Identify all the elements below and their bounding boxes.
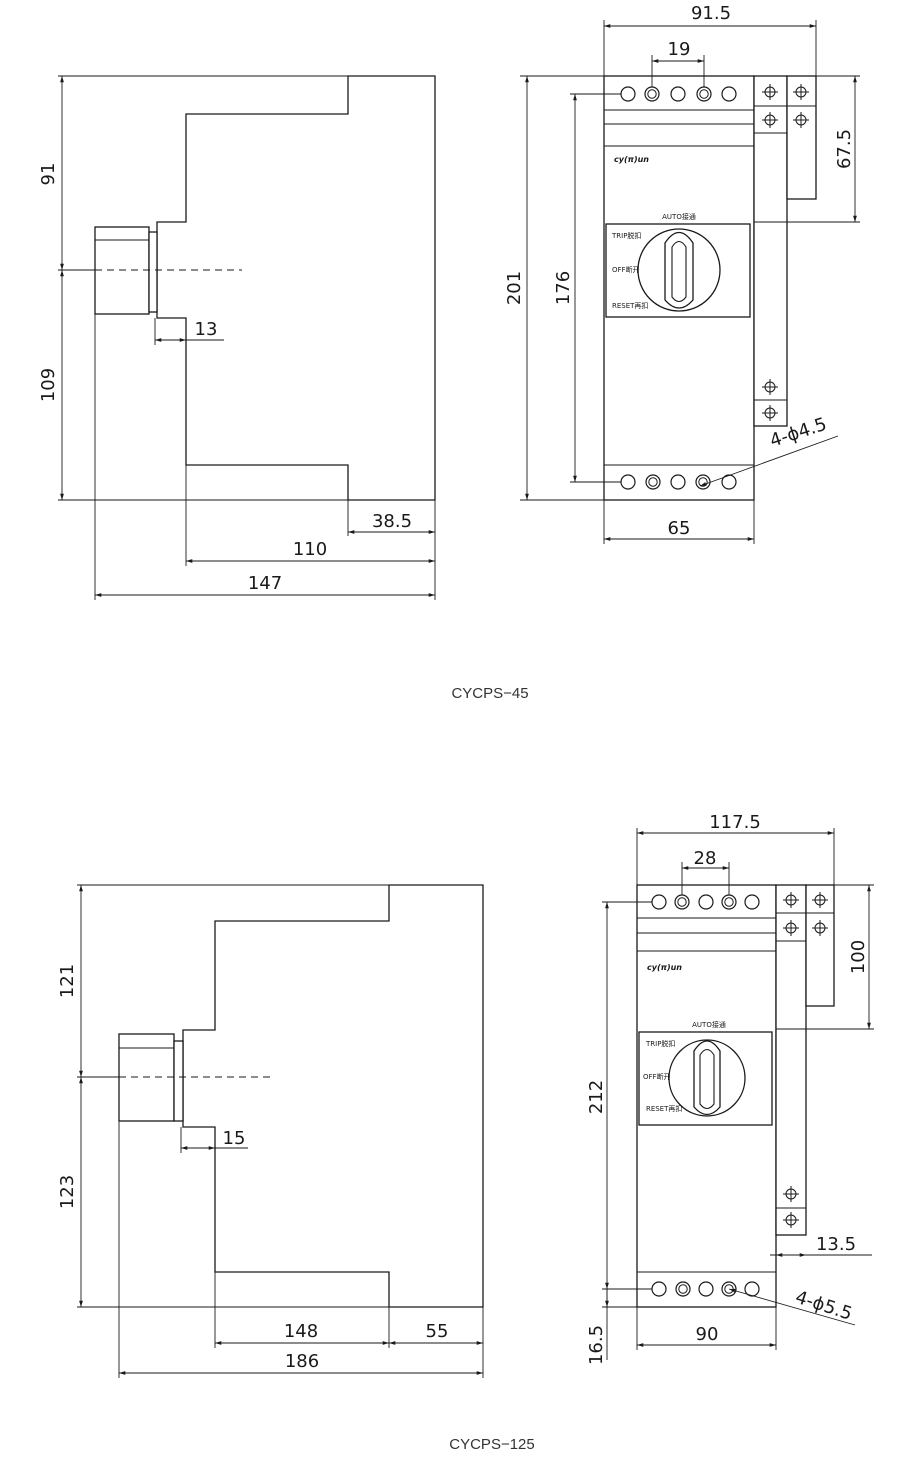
dim-147: 147 <box>248 573 282 594</box>
dim-28: 28 <box>694 848 717 869</box>
brand-logo-125: cy(π)un <box>647 963 682 972</box>
dim-176: 176 <box>553 271 574 305</box>
dim-13-5: 13.5 <box>816 1234 856 1255</box>
label-auto-125: AUTO接通 <box>692 1020 726 1029</box>
dim-121: 121 <box>57 964 78 998</box>
dim-55: 55 <box>426 1321 449 1342</box>
dim-19: 19 <box>668 39 691 60</box>
dim-212: 212 <box>586 1080 607 1114</box>
dim-201: 201 <box>504 271 525 305</box>
caption-cycps-125: CYCPS−125 <box>449 1436 534 1453</box>
label-auto-45: AUTO接通 <box>662 212 696 221</box>
dim-110: 110 <box>293 539 327 560</box>
dim-67-5: 67.5 <box>834 129 855 169</box>
dim-91-5: 91.5 <box>691 3 731 24</box>
dim-148: 148 <box>284 1321 318 1342</box>
label-off-45: OFF断开 <box>612 265 640 274</box>
dim-13: 13 <box>195 319 218 340</box>
label-trip-125: TRIP脱扣 <box>645 1039 675 1048</box>
dim-123: 123 <box>57 1175 78 1209</box>
dim-16-5: 16.5 <box>586 1325 607 1365</box>
dim-65: 65 <box>668 518 691 539</box>
front-view-45 <box>520 20 860 544</box>
side-view-45 <box>58 75 436 600</box>
front-view-125 <box>602 828 874 1360</box>
dim-91: 91 <box>38 163 59 186</box>
dim-100: 100 <box>848 940 869 974</box>
dim-15: 15 <box>223 1128 246 1149</box>
label-reset-45: RESET再扣 <box>612 301 648 310</box>
dim-117-5: 117.5 <box>709 812 761 833</box>
brand-logo-45: cy(π)un <box>614 155 649 164</box>
side-view-125 <box>77 884 484 1378</box>
label-reset-125: RESET再扣 <box>646 1104 682 1113</box>
dim-90: 90 <box>696 1324 719 1345</box>
caption-cycps-45: CYCPS−45 <box>451 685 528 702</box>
dim-186: 186 <box>285 1351 319 1372</box>
dim-109: 109 <box>38 368 59 402</box>
dim-38-5: 38.5 <box>372 511 412 532</box>
dim-holes-125: 4-ϕ5.5 <box>793 1287 855 1325</box>
label-trip-45: TRIP脱扣 <box>611 231 641 240</box>
label-off-125: OFF断开 <box>643 1072 671 1081</box>
